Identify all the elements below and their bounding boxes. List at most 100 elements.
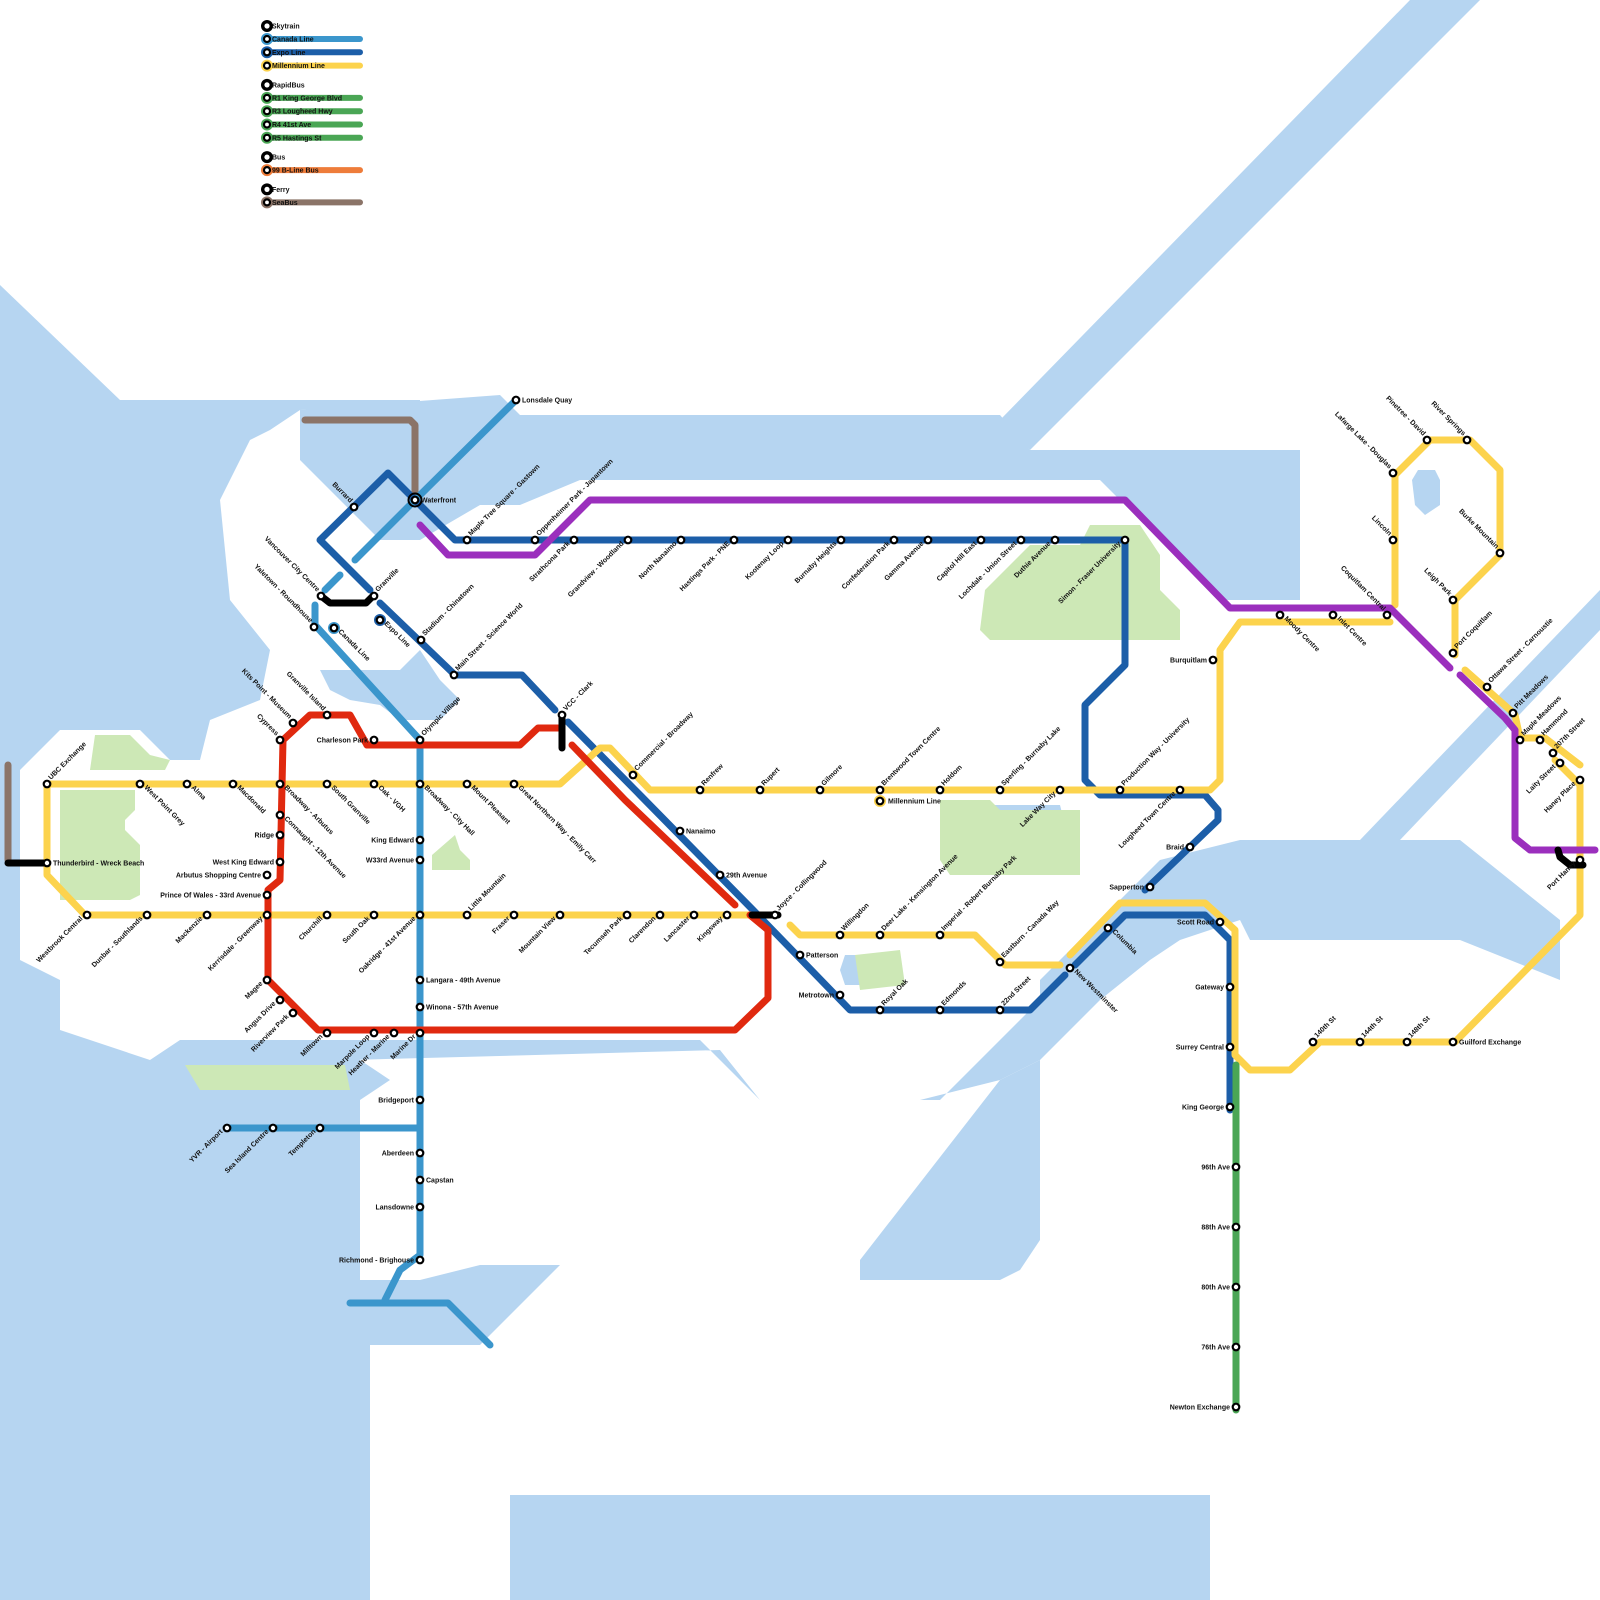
station-marker[interactable] (262, 910, 272, 920)
station-marker[interactable] (1555, 758, 1565, 768)
station-magee[interactable]: Magee (244, 975, 272, 1001)
station-marker[interactable] (1422, 435, 1432, 445)
station-96th-ave[interactable]: 96th Ave (1201, 1162, 1241, 1172)
station-marker[interactable] (1462, 435, 1472, 445)
station-production-way-university[interactable]: Production Way - University (1115, 717, 1192, 795)
station-marker[interactable] (1225, 982, 1235, 992)
station-marker[interactable] (1388, 468, 1398, 478)
station-marker[interactable] (135, 779, 145, 789)
station-winona-57th-avenue[interactable]: Winona - 57th Avenue (415, 1002, 499, 1012)
station-hastings-park-pne[interactable]: Hastings Park - PNE (679, 535, 739, 593)
station-vancouver-city-centre[interactable]: Vancouver City Centre (263, 536, 326, 601)
station-dunbar-southlands[interactable]: Dunbar - Southlands (91, 910, 152, 969)
station-marker[interactable] (1208, 655, 1218, 665)
station-brentwood-town-centre[interactable]: Brentwood Town Centre (875, 726, 943, 795)
station-marker[interactable] (935, 785, 945, 795)
station-granville-island[interactable]: Granville Island (285, 671, 332, 720)
station-west-point-grey[interactable]: West Point Grey (135, 779, 186, 828)
station-marker[interactable] (530, 535, 540, 545)
station-granville[interactable]: Granville (369, 567, 401, 601)
station-westbrook-central[interactable]: Westbrook Central (36, 910, 92, 965)
station-marker[interactable] (935, 1005, 945, 1015)
station-marker[interactable] (995, 957, 1005, 967)
station-ridge[interactable]: Ridge (255, 830, 285, 840)
station-mount-pleasant[interactable]: Mount Pleasant (462, 779, 512, 827)
station-burnaby-heights[interactable]: Burnaby Heights (794, 535, 846, 585)
station-marker[interactable] (755, 785, 765, 795)
station-lafarge-lake-douglas[interactable]: Lafarge Lake - Douglas (1333, 411, 1398, 478)
station-marker[interactable] (1482, 682, 1492, 692)
station-marker[interactable] (695, 785, 705, 795)
station-marker[interactable] (676, 535, 686, 545)
station-marker[interactable] (1402, 1037, 1412, 1047)
station-marker[interactable] (995, 785, 1005, 795)
station-marker[interactable] (1231, 1402, 1241, 1412)
station-leigh-park[interactable]: Leigh Park (1422, 567, 1458, 605)
station-marker[interactable] (836, 535, 846, 545)
station-marker[interactable] (1575, 775, 1585, 785)
station-grandview-woodland[interactable]: Grandview - Woodland (567, 535, 633, 599)
station-marker[interactable] (623, 535, 633, 545)
station-marker[interactable] (995, 1005, 1005, 1015)
station-marker[interactable] (369, 910, 379, 920)
station-burquitlam[interactable]: Burquitlam (1170, 655, 1218, 665)
station-marker[interactable] (228, 779, 238, 789)
station-marker[interactable] (1231, 1342, 1241, 1352)
station-marker[interactable] (1185, 842, 1195, 852)
station-marker[interactable] (976, 535, 986, 545)
station-marker[interactable] (555, 910, 565, 920)
station-king-george[interactable]: King George (1182, 1102, 1235, 1112)
station-great-northern-way-emily-carr[interactable]: Great Northern Way - Emily Carr (509, 779, 598, 866)
station-marker[interactable] (1548, 748, 1558, 758)
station-marker[interactable] (1225, 1102, 1235, 1112)
station-marker[interactable] (415, 835, 425, 845)
station-marker[interactable] (415, 1255, 425, 1265)
station-marker[interactable] (1535, 735, 1545, 745)
station-76th-ave[interactable]: 76th Ave (1201, 1342, 1241, 1352)
station-marker[interactable] (415, 735, 425, 745)
station-marker[interactable] (82, 910, 92, 920)
station-cypress[interactable]: Cypress (255, 713, 285, 745)
station-marker[interactable] (275, 857, 285, 867)
station-marker[interactable] (815, 785, 825, 795)
station-marker[interactable] (783, 535, 793, 545)
station-29th-avenue[interactable]: 29th Avenue (715, 870, 768, 880)
station-marker[interactable] (628, 770, 638, 780)
station-marker[interactable] (889, 535, 899, 545)
station-marker[interactable] (835, 930, 845, 940)
station-marker[interactable] (415, 1002, 425, 1012)
station-eastburn-canada-way[interactable]: Eastburn - Canada Way (995, 899, 1061, 967)
station-moody-centre[interactable]: Moody Centre (1275, 610, 1321, 654)
station-marker[interactable] (729, 535, 739, 545)
station-confederation-park[interactable]: Confederation Park (841, 535, 899, 591)
station-marker[interactable] (415, 779, 425, 789)
station-marker[interactable] (288, 718, 298, 728)
station-guilford-exchange[interactable]: Guilford Exchange (1448, 1037, 1522, 1047)
station-marker[interactable] (349, 502, 359, 512)
station-marker[interactable] (275, 830, 285, 840)
station-vcc-clark[interactable]: VCC - Clark (557, 680, 595, 720)
station-gateway[interactable]: Gateway (1195, 982, 1235, 992)
station-marker[interactable] (1308, 1037, 1318, 1047)
station-main-street-science-world[interactable]: Main Street - Science World (449, 602, 525, 680)
station-laity-street[interactable]: Laity Street (1526, 758, 1565, 796)
station-joyce-collingwood[interactable]: Joyce - Collingwood (770, 859, 829, 920)
station-marker[interactable] (462, 910, 472, 920)
station-marker[interactable] (569, 535, 579, 545)
station-metrotown[interactable]: Metrotown (799, 990, 845, 1000)
station-88th-ave[interactable]: 88th Ave (1201, 1222, 1241, 1232)
station-80th-ave[interactable]: 80th Ave (1201, 1282, 1241, 1292)
station-king-edward[interactable]: King Edward (371, 835, 425, 845)
station-bridgeport[interactable]: Bridgeport (378, 1095, 425, 1105)
station-marker[interactable] (1382, 610, 1392, 620)
station-marker[interactable] (1145, 882, 1155, 892)
station-w33rd-avenue[interactable]: W33rd Avenue (366, 855, 425, 865)
station-aberdeen[interactable]: Aberdeen (382, 1148, 425, 1158)
station-ubc-exchange[interactable]: UBC Exchange (42, 741, 88, 789)
station-marker[interactable] (1275, 610, 1285, 620)
station-richmond-brighouse[interactable]: Richmond - Brighouse (339, 1255, 425, 1265)
station-west-king-edward[interactable]: West King Edward (213, 857, 285, 867)
station-marker[interactable] (1495, 548, 1505, 558)
station-marker[interactable] (449, 670, 459, 680)
station-marker[interactable] (1508, 708, 1518, 718)
